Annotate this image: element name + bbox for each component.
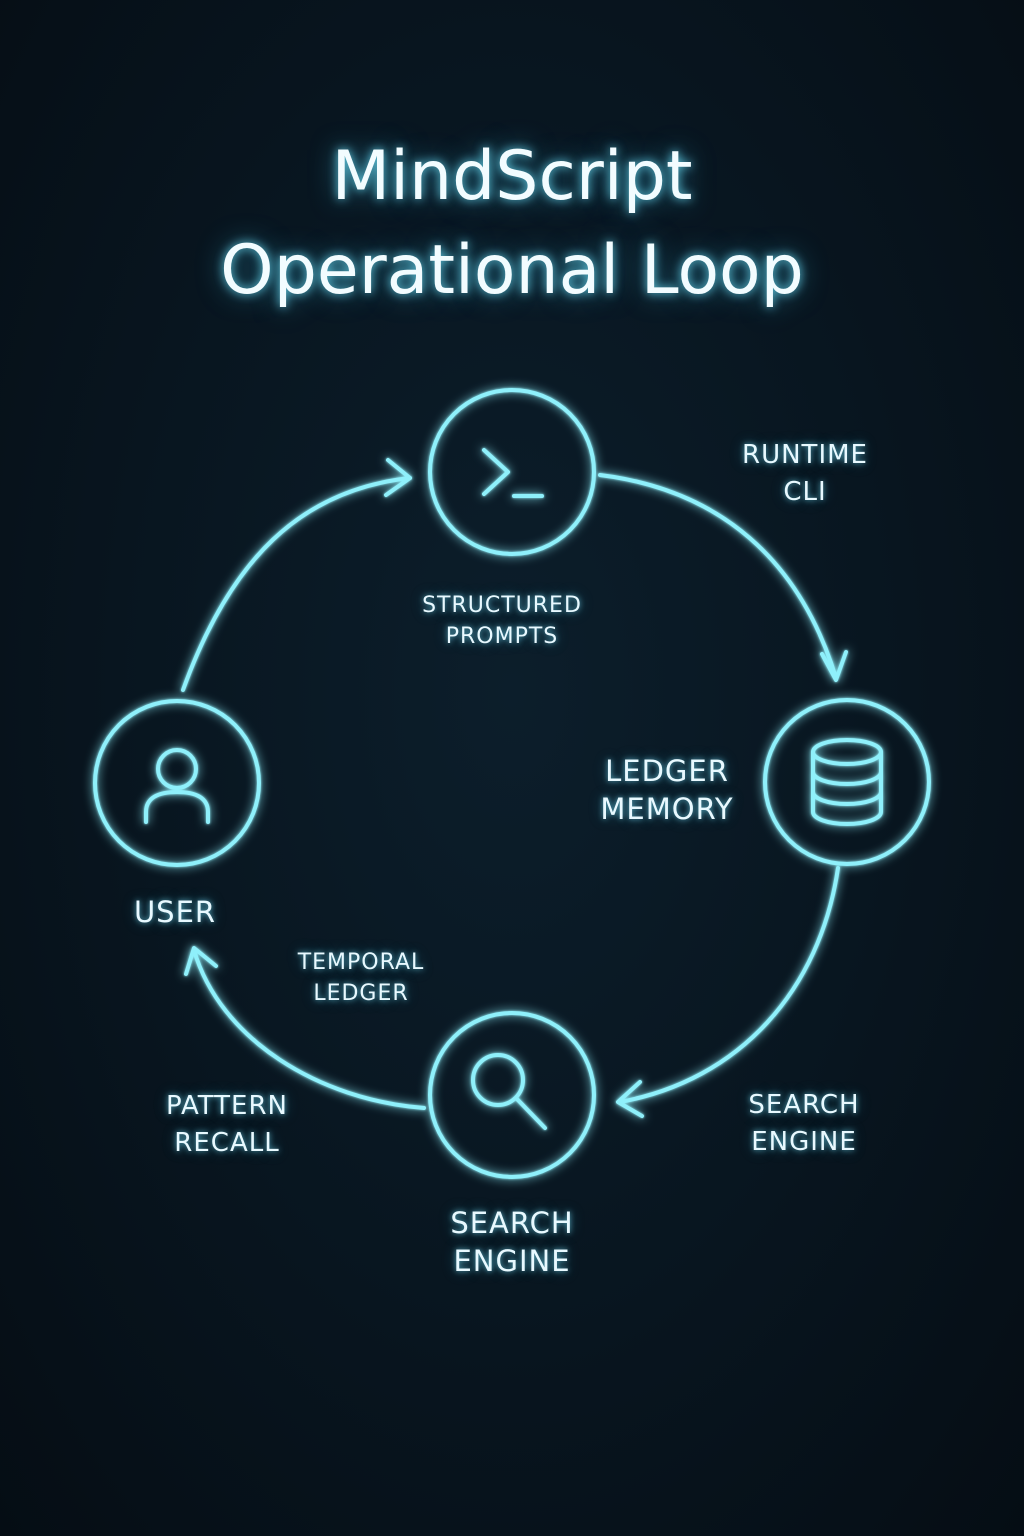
arc-search-to-user	[192, 948, 426, 1110]
user-icon	[144, 748, 210, 824]
arc-user-to-cli	[181, 476, 412, 692]
arc-cli-to-memory	[598, 473, 838, 680]
node-user-circle	[93, 699, 261, 867]
label-ledger-memory: LEDGER MEMORY	[600, 754, 734, 826]
arrowhead-search	[616, 1080, 644, 1118]
label-search-engine-node: SEARCH ENGINE	[450, 1206, 574, 1278]
label-search-engine-edge: SEARCH ENGINE	[748, 1090, 860, 1157]
arrowhead-cli	[384, 458, 412, 497]
arc-memory-to-search	[618, 866, 840, 1104]
title-line-2: Operational Loop	[220, 231, 804, 310]
label-user: USER	[133, 895, 217, 929]
arrowhead-user	[184, 946, 218, 976]
arrowhead-memory	[820, 650, 848, 682]
node-memory-circle	[763, 698, 931, 866]
terminal-prompt-icon	[482, 448, 544, 498]
magnifying-glass-icon	[471, 1053, 547, 1130]
node-search-circle	[428, 1011, 596, 1179]
node-cli-circle	[428, 388, 596, 556]
database-icon	[811, 738, 883, 826]
title-line-1: MindScript	[331, 137, 693, 216]
label-structured-prompts: STRUCTURED PROMPTS	[422, 593, 582, 649]
diagram-title: MindScript Operational Loop	[0, 130, 1024, 318]
label-runtime-cli: RUNTIME CLI	[742, 440, 868, 507]
label-pattern-recall: PATTERN RECALL	[165, 1091, 289, 1158]
label-temporal-ledger: TEMPORAL LEDGER	[297, 950, 425, 1006]
